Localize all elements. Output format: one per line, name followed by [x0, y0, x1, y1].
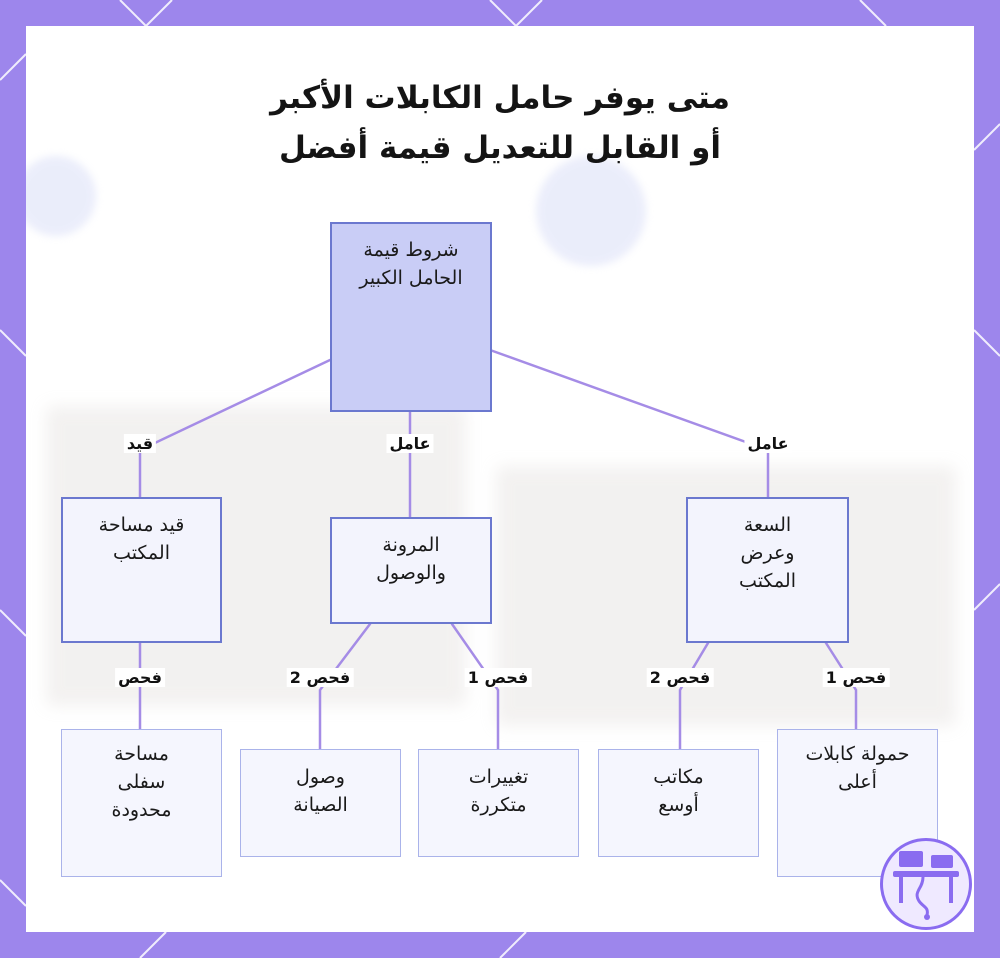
node-flexibility-label: المرونة والوصول	[356, 531, 466, 587]
edge-root-space	[140, 360, 330, 497]
node-capacity-label: السعة وعرض المكتب	[728, 511, 808, 595]
node-wider-desks: مكاتب أوسع	[598, 749, 759, 857]
node-flexibility: المرونة والوصول	[330, 517, 492, 624]
edge-label-root-flexibility: عامل	[386, 434, 433, 453]
edge-label-flex-maintenance: فحص 2	[287, 668, 354, 687]
node-space-label: قيد مساحة المكتب	[72, 511, 212, 567]
node-higher-load-label: حمولة كابلات أعلى	[798, 740, 918, 796]
edge-capacity-wider	[680, 643, 708, 749]
edge-label-capacity-wider: فحص 2	[647, 668, 714, 687]
node-root: شروط قيمة الحامل الكبير	[330, 222, 492, 412]
edge-label-flex-changes: فحص 1	[465, 668, 532, 687]
node-frequent-changes: تغييرات متكررة	[418, 749, 579, 857]
node-root-label: شروط قيمة الحامل الكبير	[351, 236, 471, 292]
node-capacity: السعة وعرض المكتب	[686, 497, 849, 643]
edge-label-root-space: قيد	[124, 434, 156, 453]
edge-label-space-limited: فحص	[115, 668, 165, 687]
node-maintenance-access-label: وصول الصيانة	[273, 763, 368, 819]
desk-cable-logo-icon	[880, 838, 972, 930]
node-limited-space-label: مساحة سفلى محدودة	[94, 740, 189, 824]
node-wider-desks-label: مكاتب أوسع	[631, 763, 726, 819]
edge-label-root-capacity: عامل	[744, 434, 791, 453]
node-maintenance-access: وصول الصيانة	[240, 749, 401, 857]
edge-label-capacity-load: فحص 1	[823, 668, 890, 687]
node-limited-space: مساحة سفلى محدودة	[61, 729, 222, 877]
node-space: قيد مساحة المكتب	[61, 497, 222, 643]
edge-root-capacity	[490, 350, 768, 497]
node-frequent-changes-label: تغييرات متكررة	[451, 763, 546, 819]
